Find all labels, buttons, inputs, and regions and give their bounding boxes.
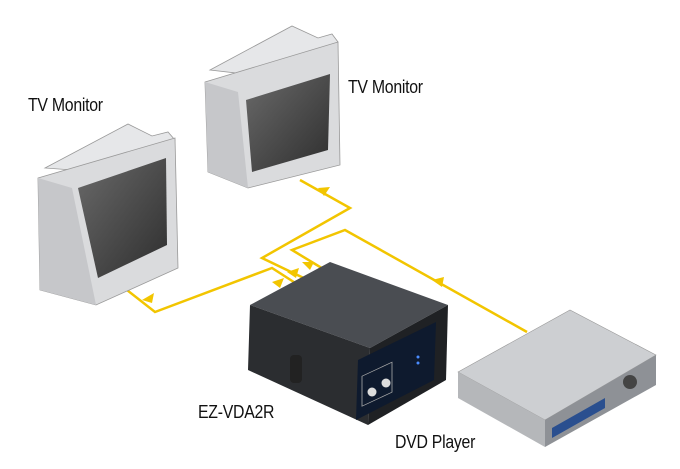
- dvd-player: [457, 309, 657, 447]
- distribution-amplifier: [248, 262, 448, 425]
- knob: [381, 378, 391, 388]
- arrow-icon: [318, 187, 330, 196]
- tv-monitor-left: [37, 123, 179, 306]
- arrow-icon: [142, 293, 154, 303]
- tv-monitor-right: [204, 25, 341, 189]
- cable-left-monitor: [117, 266, 301, 314]
- signal-arrows: [142, 187, 444, 303]
- arrow-icon: [432, 277, 444, 287]
- arrow-icon: [302, 262, 314, 270]
- label-dvd-player: DVD Player: [395, 432, 476, 452]
- knob: [367, 387, 377, 397]
- arrow-icon: [287, 268, 299, 278]
- label-device: EZ-VDA2R: [198, 402, 275, 422]
- label-tv-monitor-left: TV Monitor: [28, 95, 103, 115]
- arrow-icon: [272, 278, 284, 288]
- label-tv-monitor-right: TV Monitor: [348, 77, 423, 97]
- screen: [78, 158, 167, 278]
- screen: [246, 74, 330, 172]
